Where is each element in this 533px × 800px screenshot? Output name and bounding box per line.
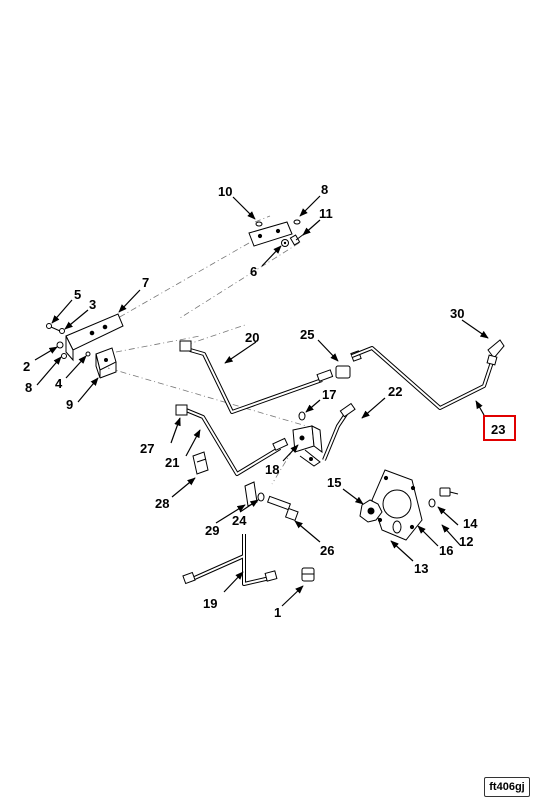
nut-part-12 (428, 498, 436, 508)
nut-part-2 (56, 341, 64, 349)
bolt-part-14 (439, 487, 459, 497)
highlight-box (483, 415, 516, 441)
callout-13: 13 (414, 561, 428, 576)
callout-11: 11 (319, 206, 333, 221)
alignment-lines (107, 215, 321, 485)
callout-30: 30 (450, 306, 464, 321)
callout-15: 15 (327, 475, 341, 490)
callout-20: 20 (245, 330, 259, 345)
bolt-part-11 (289, 233, 305, 246)
callout-10: 10 (218, 184, 232, 199)
callout-22: 22 (388, 384, 402, 399)
callout-8-lower: 8 (25, 380, 32, 395)
callout-19: 19 (203, 596, 217, 611)
callout-5: 5 (74, 287, 81, 302)
nut-part-6 (281, 239, 289, 247)
callout-3: 3 (89, 297, 96, 312)
seal-part-15 (359, 499, 383, 523)
washer-part-3 (59, 328, 65, 334)
bracket-plate-part-10 (248, 221, 293, 247)
mounting-bracket-part-7 (65, 313, 124, 362)
washer-part-13 (392, 520, 402, 534)
fitting-part-1 (301, 567, 315, 582)
callout-6: 6 (250, 264, 257, 279)
washer-part-4 (85, 351, 91, 357)
brake-line-part-23 (351, 346, 494, 410)
callout-23: 23 (491, 422, 505, 437)
callout-27: 27 (140, 441, 154, 456)
callout-7: 7 (142, 275, 149, 290)
brake-line-part-22 (322, 402, 356, 461)
washer-part-10 (255, 221, 263, 227)
flange-part-16 (371, 469, 423, 541)
callout-26: 26 (320, 543, 334, 558)
callout-16: 16 (439, 543, 453, 558)
fitting-part-30 (486, 339, 505, 366)
brake-line-part-20 (179, 340, 334, 414)
washer-part-24 (257, 492, 265, 502)
callout-21: 21 (165, 455, 179, 470)
callout-18: 18 (265, 462, 279, 477)
callout-4: 4 (55, 376, 63, 391)
brake-line-part-19 (182, 534, 278, 586)
callout-25: 25 (300, 327, 314, 342)
clip-part-28 (192, 451, 209, 475)
washer-part-8-lower (61, 353, 67, 359)
bolt-part-5 (46, 323, 61, 332)
callout-labels: 10 8 11 6 7 5 3 2 8 4 9 20 25 30 22 17 1… (23, 182, 478, 620)
leader-arrows (34, 195, 489, 607)
callout-1: 1 (274, 605, 281, 620)
washer-part-8-upper (293, 219, 301, 225)
callout-14: 14 (463, 516, 478, 531)
bolt-part-26 (266, 495, 299, 522)
callout-9: 9 (66, 397, 73, 412)
brake-line-part-21 (175, 404, 289, 476)
callout-2: 2 (23, 359, 30, 374)
callout-12: 12 (459, 534, 473, 549)
highlighted-callout-23[interactable]: 23 (483, 415, 516, 441)
bolt-part-17 (298, 411, 306, 421)
callout-29: 29 (205, 523, 219, 538)
figure-reference-id: ft406gj (484, 777, 530, 797)
callout-28: 28 (155, 496, 169, 511)
callout-24: 24 (232, 513, 247, 528)
callout-8-upper: 8 (321, 182, 328, 197)
block-part-9 (95, 347, 117, 379)
callout-17: 17 (322, 387, 336, 402)
